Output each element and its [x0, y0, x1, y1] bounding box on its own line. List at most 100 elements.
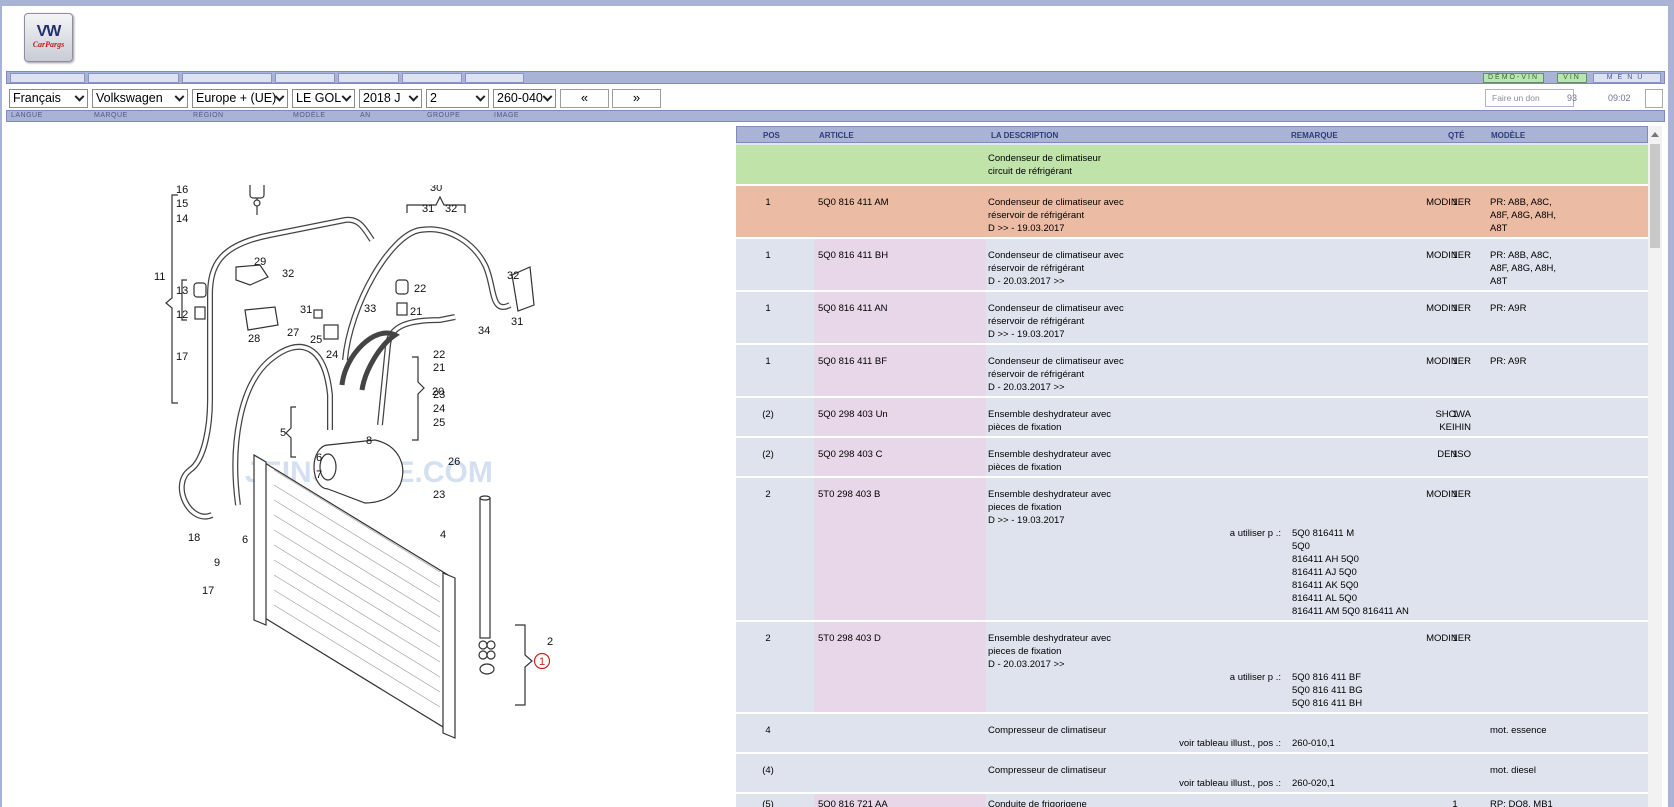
row-article[interactable]: 5Q0 298 403 C	[818, 449, 883, 460]
menu-button[interactable]: MENU	[1593, 73, 1661, 83]
table-row[interactable]: (5) 5Q0 816 721 AA Conduite de frigorige…	[736, 794, 1648, 807]
drier-ring-3	[478, 650, 488, 660]
header-remarque[interactable]: REMARQUE	[1291, 131, 1338, 140]
clock-text: 09:02	[1608, 93, 1631, 103]
callout-31-right: 31	[511, 316, 523, 328]
region-select[interactable]: Europe + (UE)	[192, 89, 288, 108]
utiliser-item[interactable]: 816411 AJ 5Q0	[1292, 567, 1357, 578]
row-article[interactable]: 5Q0 816 411 AN	[818, 303, 888, 314]
desc-line: D - 20.03.2017 >>	[988, 276, 1065, 287]
table-row[interactable]: 2 5T0 298 403 B Ensemble deshydrateur av…	[736, 478, 1648, 622]
callout-1-circle[interactable]	[533, 652, 551, 670]
image-select[interactable]: 260-040	[493, 89, 556, 108]
row-pos: 1	[765, 250, 771, 261]
header-article[interactable]: ARTICLE	[819, 131, 854, 140]
header-qte[interactable]: QTÉ	[1448, 131, 1465, 140]
row-article[interactable]: 5Q0 816 411 AM	[818, 197, 889, 208]
vin-button[interactable]: VIN	[1557, 73, 1587, 83]
label-marque: MARQUE	[94, 112, 128, 119]
utiliser-item[interactable]: 816411 AK 5Q0	[1292, 580, 1359, 591]
utiliser-item[interactable]: 5Q0 816 411 BG	[1292, 685, 1363, 696]
utiliser-item[interactable]: 5Q0	[1292, 541, 1310, 552]
scroll-thumb[interactable]	[1650, 144, 1660, 248]
header-modele[interactable]: MODÈLE	[1491, 131, 1526, 140]
utiliser-item[interactable]: 5Q0 816 411 BH	[1292, 698, 1363, 709]
filter-label-bar: LANGUE MARQUE RÉGION MODÈLE AN GROUPE IM…	[6, 110, 1665, 122]
callout-8: 8	[366, 435, 372, 447]
desc-line: D >> - 19.03.2017	[988, 223, 1065, 234]
table-row[interactable]: (2) 5Q0 298 403 C Ensemble deshydrateur …	[736, 438, 1648, 478]
callout-34: 34	[478, 325, 490, 337]
tab-marque[interactable]	[88, 73, 179, 83]
callout-6-low: 6	[242, 534, 248, 546]
next-image-button[interactable]: »	[612, 89, 661, 108]
table-row[interactable]: 1 5Q0 816 411 AN Condenseur de climatise…	[736, 292, 1648, 345]
tab-groupe[interactable]	[402, 73, 462, 83]
table-row[interactable]: 1 5Q0 816 411 BH Condenseur de climatise…	[736, 239, 1648, 292]
modele-select[interactable]: LE GOL	[292, 89, 355, 108]
tab-region[interactable]	[182, 73, 272, 83]
row-article[interactable]: 5Q0 816 721 AA	[818, 799, 888, 807]
label-langue: LANGUE	[11, 112, 43, 119]
row-pos: 2	[765, 489, 771, 500]
utiliser-item[interactable]: 5Q0 816411 M	[1292, 528, 1355, 539]
utiliser-item[interactable]: 816411 AL 5Q0	[1292, 593, 1357, 604]
condenser-core	[259, 458, 449, 732]
vw-logo[interactable]: VW CarPargs	[24, 13, 73, 62]
voir-link[interactable]: 260-020,1	[1292, 778, 1335, 789]
hose-middle-inner	[233, 345, 332, 506]
demo-vin-button[interactable]: DÉMO-VIN	[1483, 73, 1544, 83]
callout-15: 15	[176, 198, 188, 210]
voir-link[interactable]: 260-010,1	[1292, 738, 1335, 749]
row-article[interactable]: 5Q0 298 403 Un	[818, 409, 888, 420]
utiliser-item[interactable]: 816411 AM 5Q0 816411 AN	[1292, 606, 1409, 617]
table-row[interactable]: 1 5Q0 816 411 BF Condenseur de climatise…	[736, 345, 1648, 398]
tab-an[interactable]	[338, 73, 399, 83]
desc-line: D - 20.03.2017 >>	[988, 382, 1065, 393]
tab-langue[interactable]	[10, 73, 85, 83]
callout-9: 9	[214, 557, 220, 569]
row-pos: (4)	[762, 765, 774, 776]
an-select[interactable]: 2018 J	[359, 89, 422, 108]
row-article[interactable]: 5Q0 816 411 BH	[818, 250, 889, 261]
compressor-body	[327, 439, 404, 504]
window-top-border	[0, 0, 1674, 6]
parts-diagram[interactable]: JEINSTONE.COM 1 16 15 14	[150, 185, 620, 775]
table-row[interactable]: (4) Compresseur de climatiseur mot. dies…	[736, 754, 1648, 794]
callout-28: 28	[248, 333, 260, 345]
utiliser-label: a utiliser p .:	[1229, 528, 1281, 539]
table-row[interactable]: 4 Compresseur de climatiseur mot. essenc…	[736, 714, 1648, 754]
row-article[interactable]: 5T0 298 403 D	[818, 633, 881, 644]
donate-input[interactable]: Faire un don	[1485, 89, 1574, 107]
row-article[interactable]: 5T0 298 403 B	[818, 489, 881, 500]
drier-plug	[479, 663, 495, 675]
modele-line: A8F, A8G, A8H,	[1490, 210, 1557, 221]
row-remarque: MODINER	[1426, 197, 1471, 208]
row-article[interactable]: 5Q0 816 411 BF	[818, 356, 888, 367]
langue-select[interactable]: Français	[9, 89, 88, 108]
header-pos[interactable]: POS	[763, 131, 780, 140]
desc-line: Ensemble deshydrateur avec	[988, 409, 1112, 420]
utiliser-item[interactable]: 816411 AH 5Q0	[1292, 554, 1359, 565]
table-row[interactable]: 2 5T0 298 403 D Ensemble deshydrateur av…	[736, 622, 1648, 714]
table-scrollbar[interactable]	[1648, 126, 1662, 807]
prev-image-button[interactable]: «	[560, 89, 609, 108]
tab-modele[interactable]	[275, 73, 335, 83]
modele-line: PR: A9R	[1490, 303, 1527, 314]
scroll-up-icon[interactable]	[1651, 132, 1659, 137]
square-box-button[interactable]	[1645, 89, 1663, 108]
groupe-select[interactable]: 2	[426, 89, 489, 108]
marque-select[interactable]: Volkswagen	[92, 89, 188, 108]
desc-line: D - 20.03.2017 >>	[988, 659, 1065, 670]
callout-30: 30	[430, 185, 442, 194]
table-row[interactable]: 1 5Q0 816 411 AM Condenseur de climatise…	[736, 186, 1648, 239]
utiliser-item[interactable]: 5Q0 816 411 BF	[1292, 672, 1362, 683]
tab-image[interactable]	[465, 73, 524, 83]
desc-line: D >> - 19.03.2017	[988, 329, 1065, 340]
table-row[interactable]: (2) 5Q0 298 403 Un Ensemble deshydrateur…	[736, 398, 1648, 438]
modele-line: A8T	[1490, 223, 1508, 234]
header-description[interactable]: LA DESCRIPTION	[991, 131, 1059, 140]
row-modele: mot. essence	[1490, 725, 1547, 736]
